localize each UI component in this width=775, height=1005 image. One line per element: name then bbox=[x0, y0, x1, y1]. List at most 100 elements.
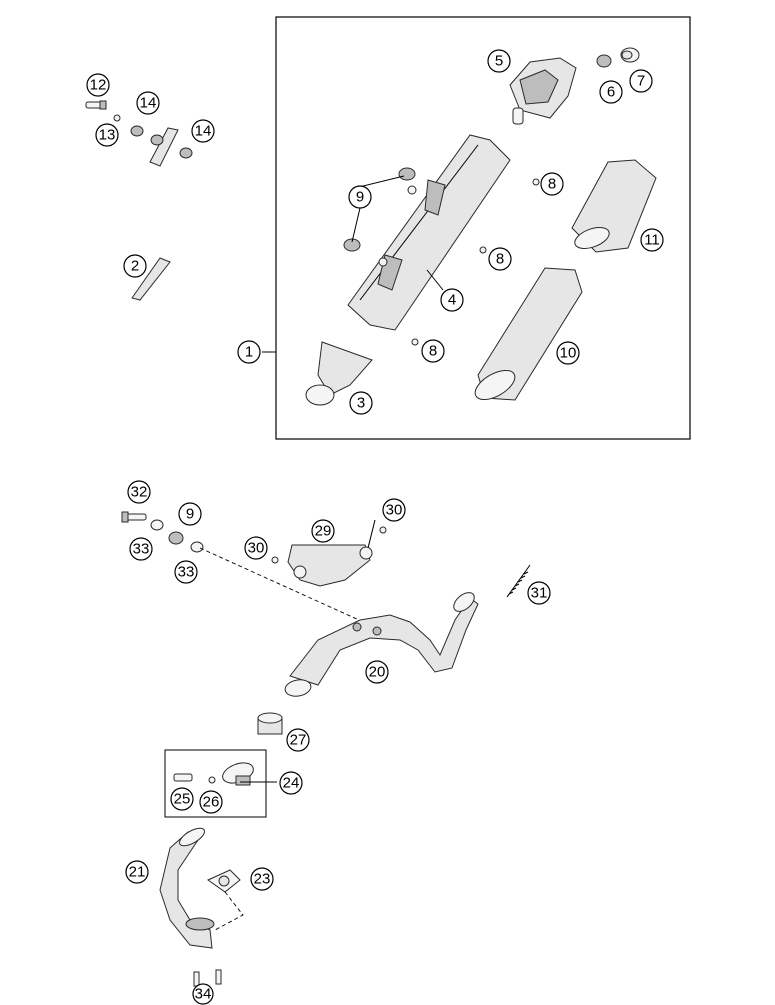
cap-part bbox=[620, 47, 640, 63]
callout-24: 24 bbox=[279, 771, 303, 795]
callout-11: 11 bbox=[640, 228, 664, 252]
callout-30-a-label: 30 bbox=[386, 502, 403, 519]
callout-2: 2 bbox=[123, 254, 147, 278]
callout-13: 13 bbox=[95, 123, 119, 147]
rubber-damper-part-b bbox=[343, 238, 361, 252]
screw-part-b bbox=[479, 246, 487, 254]
muffler-housing-part bbox=[347, 134, 511, 331]
callout-30-a: 30 bbox=[382, 498, 406, 522]
mount-dashed-axis bbox=[199, 547, 371, 626]
callout-29-label: 29 bbox=[315, 523, 332, 540]
callout-12-label: 12 bbox=[90, 77, 107, 94]
bracket-part bbox=[130, 125, 193, 167]
callout-8-c-label: 8 bbox=[429, 343, 437, 360]
callout-14-b-label: 14 bbox=[195, 123, 212, 140]
callout-20-label: 20 bbox=[369, 664, 386, 681]
mount-washer-part-a bbox=[150, 519, 164, 531]
callout-9-a: 9 bbox=[348, 185, 372, 209]
sleeve-gasket-part bbox=[257, 712, 283, 735]
callout-10-label: 10 bbox=[560, 345, 577, 362]
clamp-kit-frame bbox=[164, 749, 267, 818]
callout-1-label: 1 bbox=[245, 344, 253, 361]
bolt-part bbox=[85, 100, 107, 110]
callout-5-label: 5 bbox=[495, 53, 503, 70]
callout-26: 26 bbox=[199, 790, 223, 814]
callout-25: 25 bbox=[170, 787, 194, 811]
grommet-part bbox=[596, 54, 612, 68]
callout-25-label: 25 bbox=[174, 791, 191, 808]
packing-insert-part bbox=[474, 267, 583, 401]
callout-7-label: 7 bbox=[637, 73, 645, 90]
washer-part bbox=[113, 114, 121, 122]
callout-27-label: 27 bbox=[290, 732, 307, 749]
callout-32-label: 32 bbox=[131, 484, 148, 501]
flange-screw-part-a bbox=[193, 971, 200, 987]
callout-33-b-label: 33 bbox=[178, 564, 195, 581]
clamp-part bbox=[222, 762, 254, 786]
header-pipe-part bbox=[159, 827, 215, 949]
muffler-assembly-frame bbox=[275, 16, 691, 440]
callout-4-label: 4 bbox=[448, 292, 456, 309]
callout-14-b: 14 bbox=[191, 119, 215, 143]
callout-9-a-label: 9 bbox=[356, 189, 364, 206]
callout-32: 32 bbox=[127, 480, 151, 504]
callout-34-label: 34 bbox=[195, 986, 212, 1003]
callout-26-label: 26 bbox=[203, 794, 220, 811]
callout-14-a-label: 14 bbox=[140, 95, 157, 112]
rubber-damper-part-a bbox=[398, 167, 416, 181]
bracket-screw-part-b bbox=[271, 556, 279, 564]
callout-14-a: 14 bbox=[136, 91, 160, 115]
mount-washer-part-b bbox=[190, 541, 204, 553]
flange-dashed-axis bbox=[214, 891, 244, 931]
clamp-nut-part bbox=[208, 776, 216, 784]
callout-24-label: 24 bbox=[283, 775, 300, 792]
callout-9-b-label: 9 bbox=[186, 506, 194, 523]
callout-1: 1 bbox=[237, 340, 261, 364]
callout-5: 5 bbox=[487, 49, 511, 73]
flange-gasket-part bbox=[206, 869, 241, 893]
end-cap-part bbox=[509, 57, 577, 125]
spring-part bbox=[506, 564, 531, 598]
callout-10: 10 bbox=[556, 341, 580, 365]
callout-9-b: 9 bbox=[178, 502, 202, 526]
exhaust-pipe-part bbox=[284, 592, 479, 697]
muffler-shell-part bbox=[571, 159, 657, 253]
callout-27: 27 bbox=[286, 728, 310, 752]
callout-6: 6 bbox=[599, 80, 623, 104]
callout-7: 7 bbox=[629, 69, 653, 93]
inlet-cone-part bbox=[305, 341, 373, 406]
heat-shield-part bbox=[131, 257, 171, 301]
bracket-screw-part-a bbox=[379, 526, 387, 534]
callout-33-a: 33 bbox=[129, 537, 153, 561]
callout-21-label: 21 bbox=[129, 864, 146, 881]
screw-part-a bbox=[532, 178, 540, 186]
callout-33-a-label: 33 bbox=[133, 541, 150, 558]
callout-21: 21 bbox=[125, 860, 149, 884]
callout-11-label: 11 bbox=[644, 232, 660, 249]
callout-8-a-label: 8 bbox=[548, 176, 556, 193]
callout-6-label: 6 bbox=[607, 84, 615, 101]
callout-2-label: 2 bbox=[131, 258, 139, 275]
callout-34: 34 bbox=[192, 983, 214, 1005]
pipe-bracket-part bbox=[287, 544, 373, 587]
callout-20: 20 bbox=[365, 660, 389, 684]
mount-bolt-part bbox=[121, 511, 147, 523]
callout-30-b-label: 30 bbox=[248, 540, 265, 557]
callout-8-b-label: 8 bbox=[496, 251, 504, 268]
callout-4: 4 bbox=[440, 288, 464, 312]
callout-13-label: 13 bbox=[99, 127, 116, 144]
callout-3: 3 bbox=[349, 391, 373, 415]
callout-30-b: 30 bbox=[244, 536, 268, 560]
callout-33-b: 33 bbox=[174, 560, 198, 584]
mount-rubber-part bbox=[168, 531, 184, 545]
callout-31-label: 31 bbox=[531, 585, 548, 602]
screw-part-c bbox=[411, 338, 419, 346]
callout-3-label: 3 bbox=[357, 395, 365, 412]
flange-screw-part-b bbox=[215, 969, 222, 985]
callout-23-label: 23 bbox=[254, 871, 271, 888]
callout-29: 29 bbox=[311, 519, 335, 543]
callout-12: 12 bbox=[86, 73, 110, 97]
callout-23: 23 bbox=[250, 867, 274, 891]
clamp-bolt-part bbox=[173, 773, 193, 782]
